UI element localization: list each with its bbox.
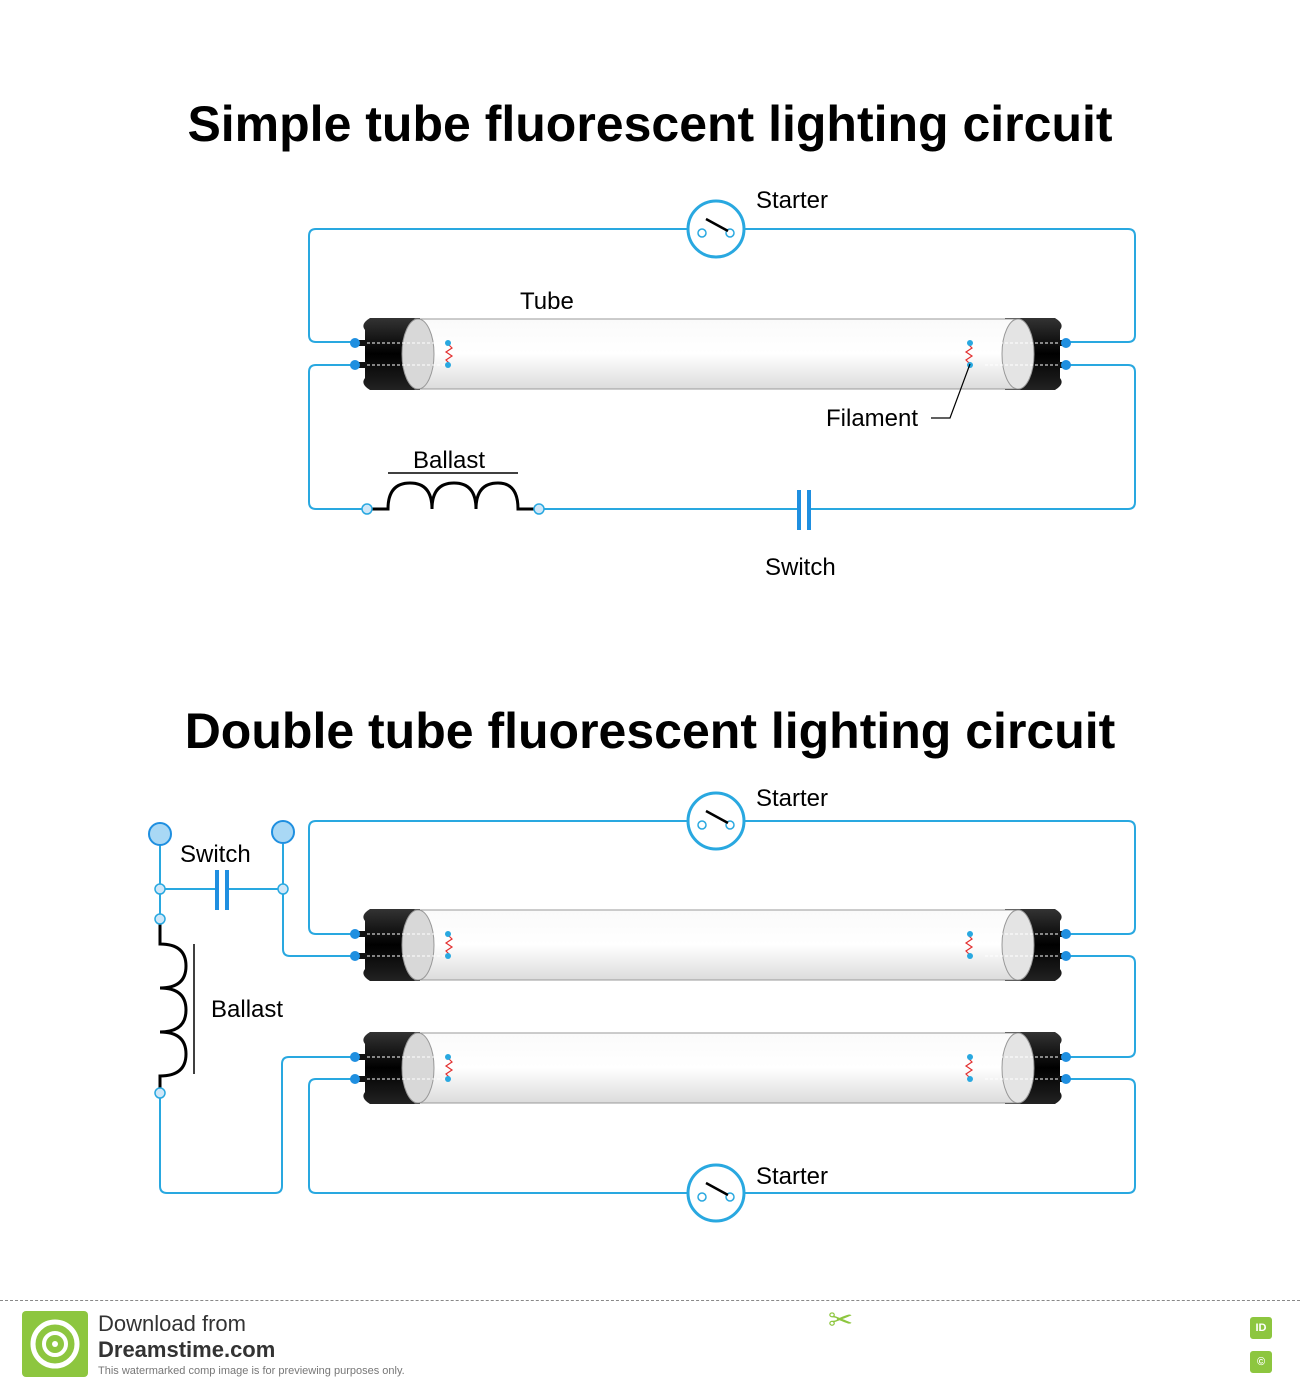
simple-starter-icon: [686, 199, 746, 259]
dreamstime-logo: [22, 1311, 88, 1377]
double-circuit-title: Double tube fluorescent lighting circuit: [184, 703, 1116, 759]
double-circuit: Starter Starter Switch Ballast: [148, 785, 1136, 1223]
double-tube-bottom: [349, 1031, 1072, 1105]
watermark-notice-text: This watermarked comp image is for previ…: [98, 1365, 405, 1377]
simple-tube-label: Tube: [520, 288, 574, 315]
watermark-download-text: Download from: [98, 1311, 246, 1336]
double-starter-bottom-icon: [686, 1163, 746, 1223]
simple-filament-label: Filament: [826, 405, 918, 432]
filament-leader: [931, 363, 971, 419]
double-starter-bottom-label: Starter: [756, 1163, 828, 1190]
double-starter-top-icon: [686, 791, 746, 851]
double-ballast-icon: [154, 913, 195, 1099]
watermark-footer: Download from Dreamstime.com This waterm…: [0, 1300, 1300, 1391]
supply-terminal-right: [271, 820, 295, 844]
double-tube-top: [349, 908, 1072, 982]
watermark-brand-text: Dreamstime.com: [98, 1337, 276, 1362]
simple-ballast-icon: [361, 472, 545, 515]
simple-tube: [349, 317, 1072, 391]
double-switch-label: Switch: [180, 841, 251, 868]
id-badge: ID: [1250, 1317, 1272, 1339]
simple-ballast-label: Ballast: [413, 447, 485, 474]
simple-circuit: Starter Tube Filament Ballast Switch: [308, 187, 1136, 581]
circuit-diagrams: Starter Tube Filament Ballast Switch: [148, 187, 1136, 1223]
simple-switch-icon: [797, 490, 811, 530]
double-ballast-label: Ballast: [211, 996, 283, 1023]
simple-starter-label: Starter: [756, 187, 828, 214]
supply-terminal-left: [148, 822, 172, 846]
double-starter-top-label: Starter: [756, 785, 828, 812]
simple-switch-label: Switch: [765, 554, 836, 581]
double-wires: [159, 820, 1136, 1194]
scissors-icon: ✂: [828, 1304, 854, 1337]
copyright-badge: ©: [1250, 1351, 1272, 1373]
double-switch-icon: [154, 870, 289, 910]
simple-circuit-title: Simple tube fluorescent lighting circuit: [187, 96, 1113, 152]
